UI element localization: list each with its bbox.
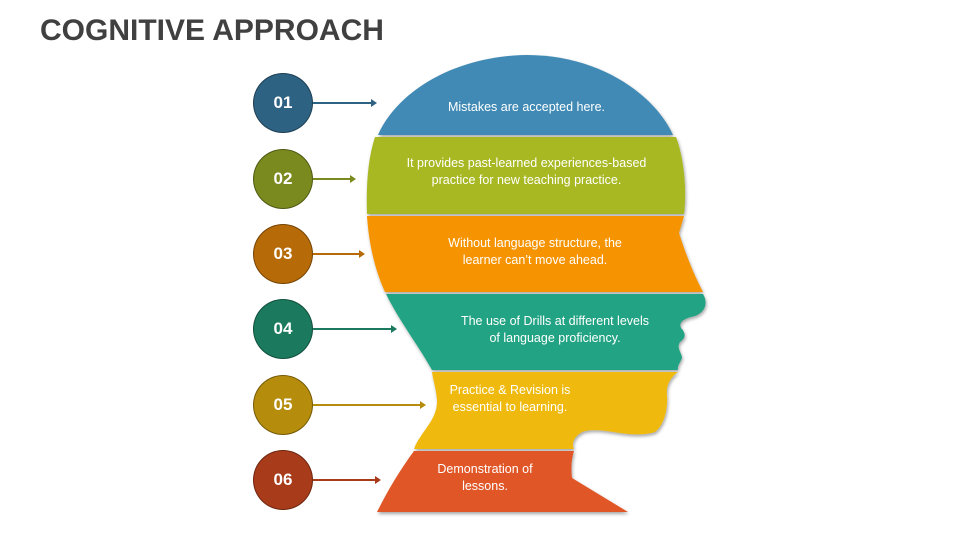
step-text-line: learner can’t move ahead.: [462, 253, 608, 267]
step-circle-02: 02: [253, 149, 313, 209]
step-text-line: Practice & Revision is: [449, 383, 571, 397]
arrow-06: [313, 476, 381, 484]
head-band-2: [366, 137, 686, 214]
step-number: 04: [273, 319, 293, 338]
step-text-line: practice for new teaching practice.: [431, 173, 622, 187]
step-text-line: Demonstration of: [437, 462, 533, 476]
step-text-line: of language proficiency.: [489, 331, 621, 345]
step-text-line: The use of Drills at different levels: [460, 314, 650, 328]
arrow-02: [313, 175, 356, 183]
step-number: 03: [273, 244, 293, 263]
arrow-05: [313, 401, 426, 409]
step-text-line: lessons.: [462, 479, 508, 493]
arrow-01: [313, 99, 377, 107]
step-number: 02: [273, 169, 293, 188]
step-text-02: It provides past-learned experiences-bas…: [380, 155, 673, 189]
step-circle-06: 06: [253, 450, 313, 510]
step-text-line: Without language structure, the: [448, 236, 622, 250]
step-circle-01: 01: [253, 73, 313, 133]
head-band-5: [414, 372, 678, 449]
step-text-03: Without language structure, the learner …: [400, 235, 670, 269]
step-text-01: Mistakes are accepted here.: [400, 99, 653, 116]
step-number: 01: [273, 93, 293, 112]
slide-title: COGNITIVE APPROACH: [40, 14, 384, 47]
arrow-03: [313, 250, 365, 258]
step-text-line: It provides past-learned experiences-bas…: [406, 156, 647, 170]
head-band-1: [378, 55, 673, 135]
step-circle-03: 03: [253, 224, 313, 284]
step-text-04: The use of Drills at different levels of…: [420, 313, 690, 347]
head-band-3: [367, 216, 703, 292]
head-band-6: [377, 451, 628, 512]
step-circle-04: 04: [253, 299, 313, 359]
step-number: 05: [273, 395, 293, 414]
head-band-4: [386, 294, 706, 370]
step-text-line: essential to learning.: [452, 400, 568, 414]
step-number: 06: [273, 470, 293, 489]
step-text-line: Mistakes are accepted here.: [447, 100, 606, 114]
step-text-05: Practice & Revision is essential to lear…: [430, 382, 590, 416]
arrow-04: [313, 325, 397, 333]
step-text-06: Demonstration of lessons.: [420, 461, 550, 495]
step-circle-05: 05: [253, 375, 313, 435]
